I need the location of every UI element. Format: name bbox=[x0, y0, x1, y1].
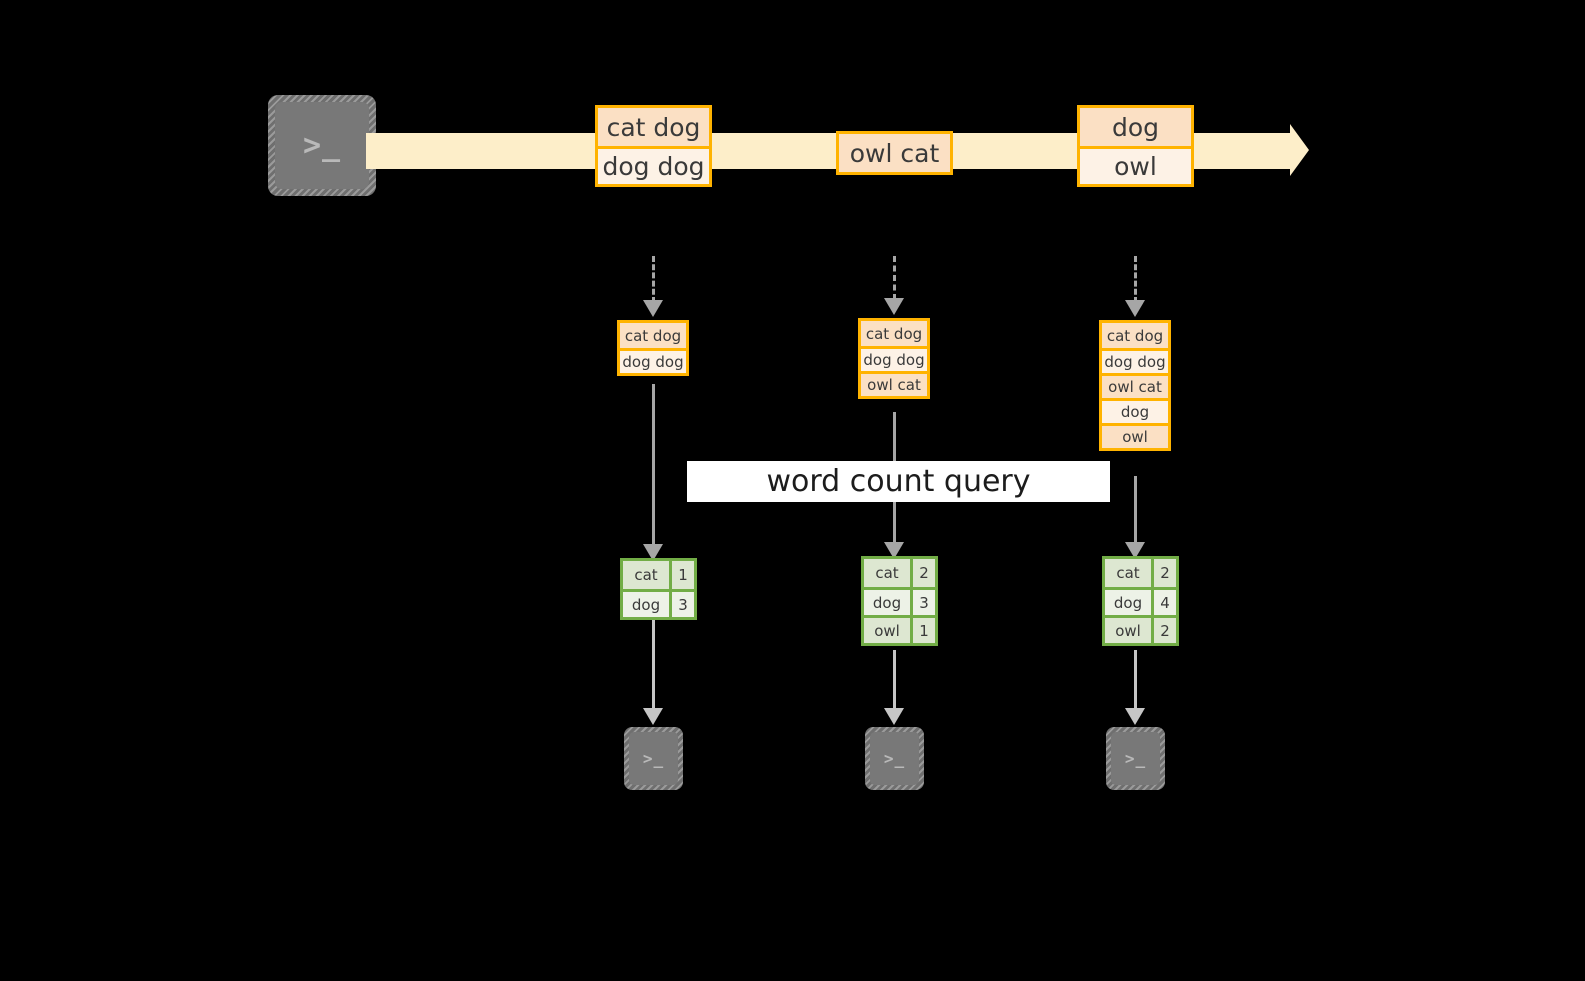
snapshot-line: cat dog bbox=[620, 323, 686, 348]
snapshot-line: owl bbox=[1102, 423, 1168, 448]
snapshot-line: cat dog bbox=[861, 321, 927, 346]
stream-to-snapshot-arrowhead bbox=[643, 300, 663, 317]
stream-record-3: dog owl bbox=[1077, 105, 1194, 187]
result-word: cat bbox=[1105, 559, 1151, 587]
terminal-prompt-glyph: >_ bbox=[883, 749, 906, 768]
terminal-prompt-glyph: >_ bbox=[1124, 749, 1147, 768]
terminal-screen bbox=[629, 732, 678, 785]
result-row: cat 1 bbox=[623, 561, 694, 589]
snapshot-line: owl cat bbox=[861, 371, 927, 396]
snapshot-to-result-connector bbox=[1134, 476, 1137, 546]
result-row: dog 3 bbox=[864, 587, 935, 615]
result-count: 2 bbox=[910, 559, 935, 587]
result-to-sink-arrowhead bbox=[884, 708, 904, 725]
stream-to-snapshot-arrowhead bbox=[1125, 300, 1145, 317]
result-row: dog 3 bbox=[623, 589, 694, 617]
result-word: dog bbox=[864, 590, 910, 615]
result-word: cat bbox=[864, 559, 910, 587]
result-count: 4 bbox=[1151, 590, 1176, 615]
result-to-sink-arrowhead bbox=[643, 708, 663, 725]
snapshot-3: cat dog dog dog owl cat dog owl bbox=[1099, 320, 1171, 451]
sink-terminal-icon-2: >_ bbox=[865, 727, 924, 790]
result-table-1: cat 1 dog 3 bbox=[620, 558, 697, 620]
snapshot-to-result-arrowhead bbox=[643, 544, 663, 561]
result-word: cat bbox=[623, 561, 669, 589]
snapshot-to-result-arrowhead bbox=[884, 542, 904, 559]
result-row: cat 2 bbox=[864, 559, 935, 587]
snapshot-line: dog bbox=[1102, 398, 1168, 423]
snapshot-line: dog dog bbox=[1102, 348, 1168, 373]
stream-to-snapshot-connector bbox=[652, 256, 655, 303]
record-line: owl cat bbox=[839, 134, 950, 172]
result-count: 1 bbox=[910, 618, 935, 643]
snapshot-to-result-connector bbox=[652, 384, 655, 548]
stream-arrowhead bbox=[1290, 124, 1309, 176]
snapshot-line: cat dog bbox=[1102, 323, 1168, 348]
record-line: cat dog bbox=[598, 108, 709, 146]
result-word: owl bbox=[864, 618, 910, 643]
stream-to-snapshot-connector bbox=[1134, 256, 1137, 303]
record-line: owl bbox=[1080, 146, 1191, 184]
result-to-sink-arrowhead bbox=[1125, 708, 1145, 725]
snapshot-1: cat dog dog dog bbox=[617, 320, 689, 376]
result-table-3: cat 2 dog 4 owl 2 bbox=[1102, 556, 1179, 646]
result-count: 3 bbox=[669, 592, 694, 617]
source-terminal-icon: >_ bbox=[268, 95, 376, 196]
result-count: 2 bbox=[1151, 618, 1176, 643]
terminal-screen bbox=[275, 102, 369, 189]
terminal-prompt-glyph: >_ bbox=[642, 749, 665, 768]
terminal-screen bbox=[870, 732, 919, 785]
snapshot-2: cat dog dog dog owl cat bbox=[858, 318, 930, 399]
query-caption-band: word count query bbox=[687, 461, 1110, 502]
result-to-sink-connector bbox=[893, 650, 896, 712]
stream-to-snapshot-connector bbox=[893, 256, 896, 300]
snapshot-line: dog dog bbox=[861, 346, 927, 371]
record-line: dog bbox=[1080, 108, 1191, 146]
stream-record-2: owl cat bbox=[836, 131, 953, 175]
record-line: dog dog bbox=[598, 146, 709, 184]
result-row: dog 4 bbox=[1105, 587, 1176, 615]
stream-record-1: cat dog dog dog bbox=[595, 105, 712, 187]
result-word: owl bbox=[1105, 618, 1151, 643]
result-to-sink-connector bbox=[1134, 650, 1137, 712]
sink-terminal-icon-1: >_ bbox=[624, 727, 683, 790]
snapshot-line: owl cat bbox=[1102, 373, 1168, 398]
result-row: owl 1 bbox=[864, 615, 935, 643]
sink-terminal-icon-3: >_ bbox=[1106, 727, 1165, 790]
result-table-2: cat 2 dog 3 owl 1 bbox=[861, 556, 938, 646]
result-word: dog bbox=[1105, 590, 1151, 615]
result-word: dog bbox=[623, 592, 669, 617]
terminal-prompt-glyph: >_ bbox=[302, 128, 342, 163]
stream-to-snapshot-arrowhead bbox=[884, 298, 904, 315]
snapshot-line: dog dog bbox=[620, 348, 686, 373]
result-count: 2 bbox=[1151, 559, 1176, 587]
terminal-screen bbox=[1111, 732, 1160, 785]
result-count: 3 bbox=[910, 590, 935, 615]
result-count: 1 bbox=[669, 561, 694, 589]
snapshot-to-result-arrowhead bbox=[1125, 542, 1145, 559]
result-row: cat 2 bbox=[1105, 559, 1176, 587]
result-to-sink-connector bbox=[652, 620, 655, 712]
query-caption-label: word count query bbox=[766, 464, 1031, 499]
result-row: owl 2 bbox=[1105, 615, 1176, 643]
